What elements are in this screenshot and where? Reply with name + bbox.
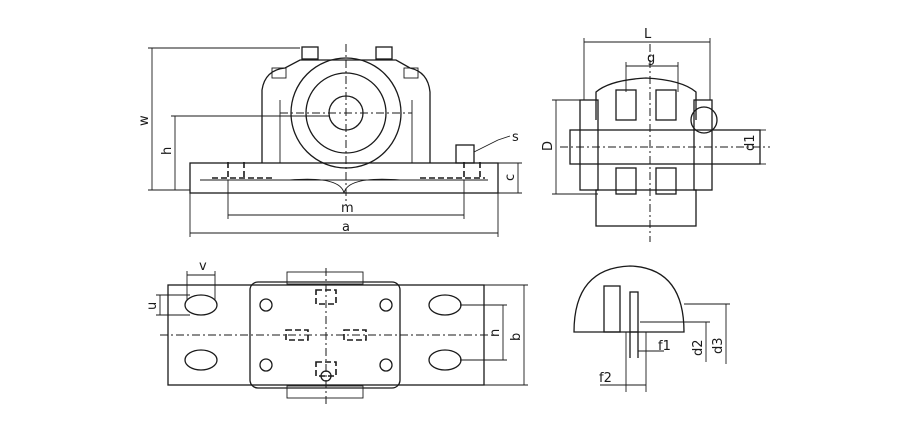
- side-cap-hatched: [595, 77, 697, 120]
- slot-hole-top-right: [428, 294, 462, 316]
- roller-top-right: [655, 89, 677, 121]
- cap-bolt-left: [301, 46, 319, 60]
- dim-label-D: D: [541, 141, 556, 151]
- seal-circle: [690, 106, 718, 134]
- side-section-view: L g D d1: [541, 27, 770, 242]
- dim-label-v: v: [199, 259, 207, 274]
- dim-label-w: w: [137, 115, 152, 126]
- roller-top-left: [615, 89, 637, 121]
- dim-label-d1: d1: [743, 134, 758, 151]
- dim-label-b: b: [509, 333, 524, 341]
- slot-hole-bottom-left: [184, 349, 218, 371]
- dim-label-m: m: [341, 201, 354, 216]
- dim-label-u: u: [145, 302, 160, 310]
- slot-hole-bottom-right: [428, 349, 462, 371]
- plan-view: v u n b: [145, 259, 528, 404]
- detail-cap-hatched: [573, 265, 685, 333]
- side-base-hatched: [595, 189, 697, 227]
- cap-bolt-right: [375, 46, 393, 60]
- housing-body: [261, 59, 431, 163]
- dim-label-h: h: [160, 147, 175, 155]
- dim-label-L: L: [644, 27, 652, 42]
- roller-bottom-right: [655, 167, 677, 195]
- dim-label-g: g: [647, 51, 655, 66]
- front-view: s w h c m a: [137, 44, 522, 237]
- dim-label-d2: d2: [691, 339, 706, 356]
- roller-bottom-left: [615, 167, 637, 195]
- dim-label-f1: f1: [658, 339, 671, 354]
- bolt-head: [455, 144, 475, 164]
- slot-hole-top-left: [184, 294, 218, 316]
- dim-label-n: n: [488, 329, 503, 337]
- dim-label-d3: d3: [711, 337, 726, 354]
- dim-label-c: c: [503, 174, 518, 181]
- detail-view: f1 f2 d2 d3: [573, 265, 730, 392]
- dim-label-a: a: [342, 220, 350, 235]
- dim-label-f2: f2: [599, 371, 612, 386]
- dim-label-s: s: [512, 130, 519, 145]
